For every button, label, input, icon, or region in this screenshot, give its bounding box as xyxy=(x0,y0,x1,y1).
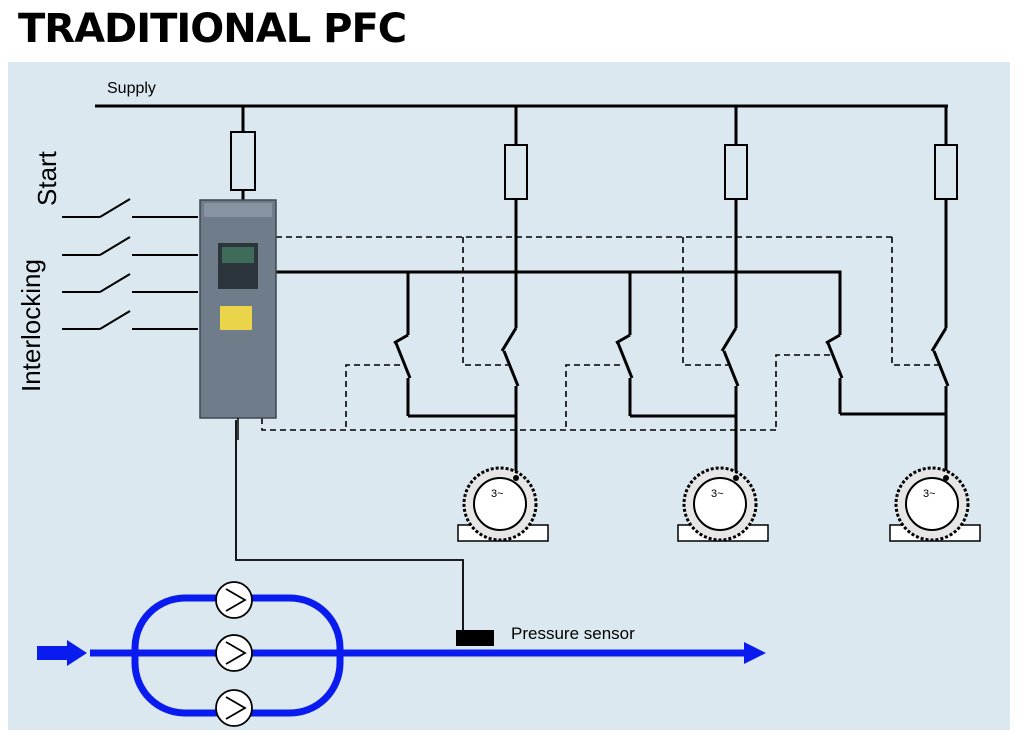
motor-icon: 3~ xyxy=(889,466,981,542)
start-label: Start xyxy=(32,150,62,206)
motor-label: 3~ xyxy=(923,488,936,500)
sensor-wire xyxy=(235,420,464,632)
fuse-icon xyxy=(230,131,958,200)
motor-icon: 3~ xyxy=(457,466,549,542)
flow-arrow-icon xyxy=(37,640,87,666)
pipe-network xyxy=(90,594,748,717)
pressure-sensor-icon xyxy=(456,630,494,646)
output-bus xyxy=(276,270,842,335)
frequency-drive-icon xyxy=(199,199,277,440)
motor-icon: 3~ xyxy=(677,466,769,542)
supply-label: Supply xyxy=(107,80,156,97)
pump-icon xyxy=(215,581,253,727)
switch-icon xyxy=(393,327,950,478)
motor-label: 3~ xyxy=(711,488,724,500)
control-wiring xyxy=(261,236,938,431)
interlocking-label: Interlocking xyxy=(16,259,46,392)
page-title: TRADITIONAL PFC xyxy=(18,6,407,52)
motor-label: 3~ xyxy=(491,488,504,500)
flow-arrow-icon xyxy=(744,642,766,664)
pressure-sensor-label: Pressure sensor xyxy=(511,624,635,643)
control-switches xyxy=(62,198,198,330)
supply-bus xyxy=(95,104,948,328)
